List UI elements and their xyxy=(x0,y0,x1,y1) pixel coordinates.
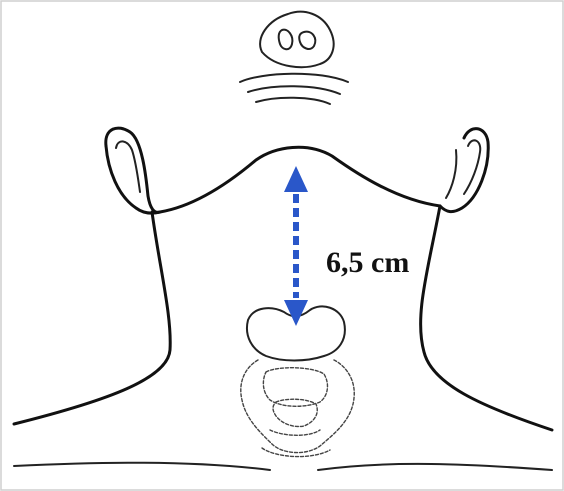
measurement-label: 6,5 cm xyxy=(326,246,409,279)
